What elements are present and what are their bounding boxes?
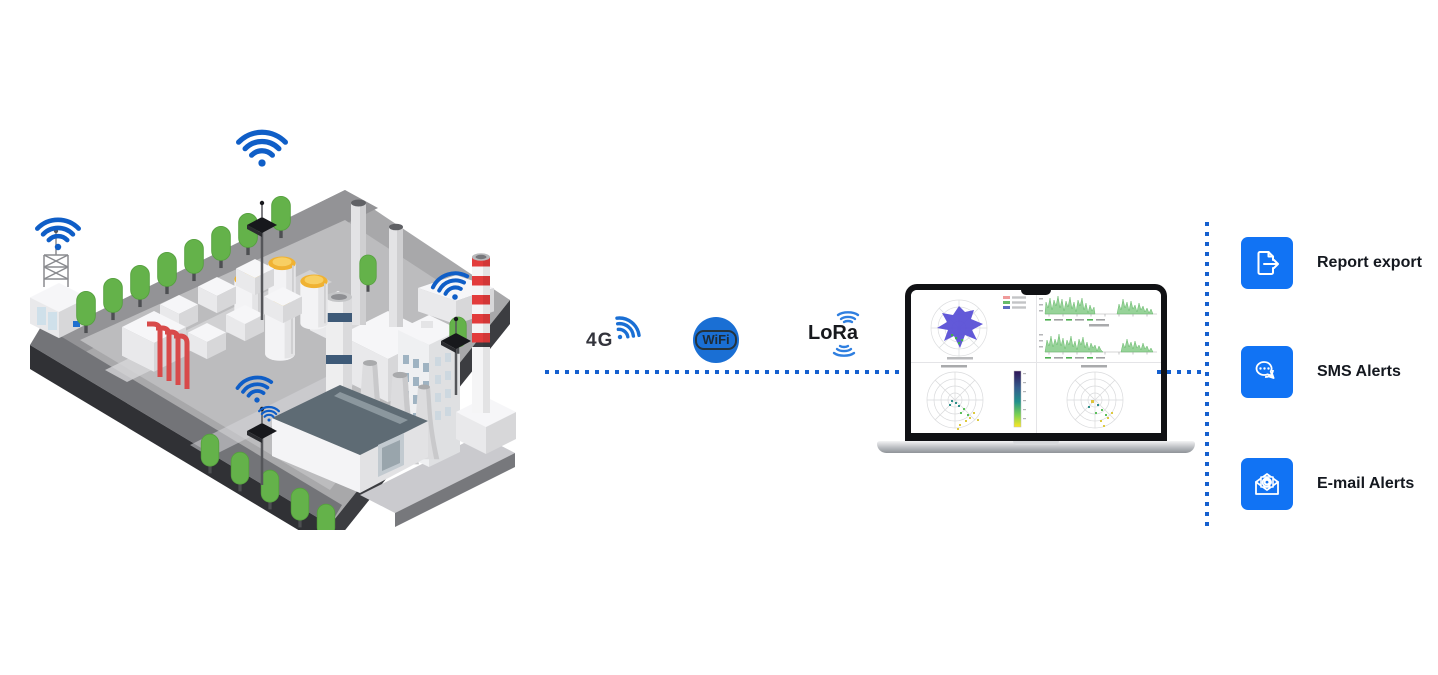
wifi-badge-label: WiFi <box>695 330 737 350</box>
red-pipes <box>147 321 190 389</box>
email-envelope-icon <box>1241 458 1293 510</box>
laptop-notch <box>1021 290 1051 295</box>
wind-rose-chart <box>911 290 1036 362</box>
polar-scatter-chart-with-colorbar <box>911 363 1036 433</box>
output-sms-alerts: SMS Alerts <box>1241 346 1401 398</box>
output-report-export: Report export <box>1241 237 1422 289</box>
outputs-dotted-line <box>1205 222 1209 528</box>
warehouse <box>272 385 428 493</box>
wifi-signal-icon <box>37 220 78 250</box>
chat-bubbles-icon <box>1241 346 1293 398</box>
laptop <box>905 284 1167 441</box>
monitoring-station <box>30 228 88 339</box>
radio-waves-icon <box>832 311 860 357</box>
connectivity-lora-label: LoRa <box>808 322 858 344</box>
output-label: SMS Alerts <box>1317 363 1401 380</box>
wifi-signal-icon <box>239 132 286 166</box>
laptop-dashboard-screen <box>911 290 1161 433</box>
laptop-base-notch <box>1013 441 1059 445</box>
chart-legend <box>1003 296 1026 309</box>
wifi-badge-icon: WiFi <box>693 317 739 363</box>
data-link-dotted-line <box>545 370 903 374</box>
output-email-alerts: E-mail Alerts <box>1241 458 1414 510</box>
output-label: Report export <box>1317 254 1422 271</box>
factory-illustration <box>30 115 516 530</box>
cellular-signal-icon <box>615 316 641 340</box>
polar-scatter-chart <box>1037 363 1161 433</box>
output-label: E-mail Alerts <box>1317 475 1415 492</box>
laptop-base <box>877 441 1195 453</box>
connectivity-4g-label: 4G <box>586 330 614 351</box>
time-series-charts <box>1037 290 1161 362</box>
striped-chimney <box>472 257 490 343</box>
document-export-icon <box>1241 237 1293 289</box>
laptop-to-outputs-dotted-line <box>1157 370 1205 374</box>
